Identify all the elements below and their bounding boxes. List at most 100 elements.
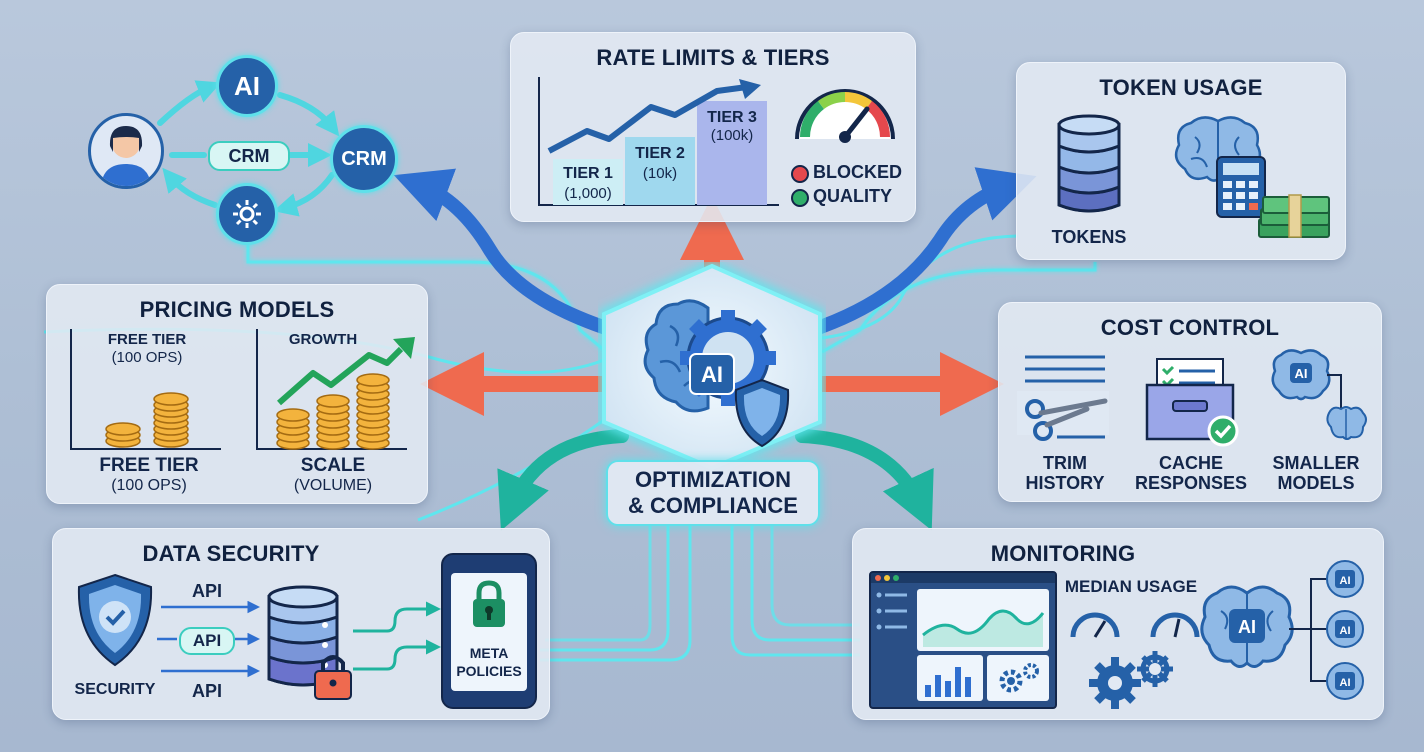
gears-card (987, 655, 1049, 701)
gears-icon (1089, 651, 1173, 709)
tier-1-limit: (1,000) (564, 185, 612, 202)
free-tier-bottom-label: FREE TIER (99, 455, 199, 476)
smaller-models-line1: SMALLER (1272, 453, 1360, 473)
phone-device: META POLICIES (441, 553, 537, 709)
tier-2-limit: (10k) (642, 165, 678, 182)
trend-arrow (547, 79, 761, 154)
database-icon (1057, 114, 1121, 213)
trim-history-line2: HISTORY (1025, 473, 1105, 493)
tokens-label: TOKENS (1051, 227, 1127, 247)
free-tier-top-label: FREE TIER (107, 331, 187, 348)
token-usage-panel: TOKEN USAGE TOKENS (1016, 62, 1346, 260)
network-ai-1: AI (1340, 575, 1351, 587)
free-tier-top-sub: (100 OPS) (111, 349, 183, 366)
rate-limits-panel: RATE LIMITS & TIERS TIER 1 (1,000) TIER … (510, 32, 916, 222)
pricing-models-panel: PRICING MODELS FREE TIER (100 OPS) GROWT… (46, 284, 428, 504)
ai-network-icon: AI AI AI AI (1200, 560, 1364, 700)
cash-stack-icon (1258, 194, 1330, 238)
api-label-3: API (191, 681, 222, 701)
window-titlebar (871, 573, 1055, 583)
cache-responses-line2: RESPONSES (1134, 473, 1248, 493)
tier-3-name: TIER 3 (707, 109, 757, 126)
cache-responses-line1: CACHE (1158, 453, 1223, 473)
crm-node: CRM (330, 125, 398, 193)
bar-chart-icon (925, 667, 971, 697)
arrow-to-token-usage (805, 167, 1037, 337)
crm-flow-arrows (157, 80, 340, 217)
window-min-dot (884, 575, 890, 581)
bar-chart-card (917, 655, 983, 701)
gears-small-icon (999, 663, 1039, 693)
trim-scissors-icon (1017, 355, 1109, 441)
dashboard-window (869, 571, 1057, 709)
network-ai-2: AI (1340, 625, 1351, 637)
tier-2-name: TIER 2 (635, 145, 685, 162)
flow-arrows (353, 601, 441, 671)
calculator-icon (1216, 156, 1266, 218)
window-close-dot (875, 575, 881, 581)
network-ai-3: AI (1340, 677, 1351, 689)
trim-history-line1: TRIM (1043, 453, 1087, 473)
arrow-to-monitoring (795, 429, 934, 531)
central-hub: AI (599, 262, 825, 472)
cost-control-title: COST CONTROL (1100, 315, 1280, 340)
cache-archive-icon (1145, 358, 1239, 447)
user-avatar (88, 113, 164, 189)
quality-legend-label: QUALITY (813, 186, 892, 206)
pricing-axes (70, 329, 407, 450)
tier-3-bar (697, 101, 767, 205)
token-usage-title: TOKEN USAGE (1099, 75, 1263, 100)
network-ai-main: AI (1238, 617, 1256, 637)
blocked-legend-dot (791, 165, 809, 183)
tier-2-bar (625, 137, 695, 205)
hub-ai-text: AI (701, 362, 723, 387)
data-security-title: DATA SECURITY (142, 541, 320, 566)
free-tier-bottom-sub: (100 OPS) (111, 477, 187, 494)
settings-node (216, 183, 278, 245)
tier-1-name: TIER 1 (563, 165, 613, 182)
growth-chart-icon (276, 337, 415, 450)
api-pill-2: API (179, 627, 235, 655)
coin-stacks-small-icon (105, 392, 189, 448)
quality-legend-dot (791, 189, 809, 207)
arrow-to-crm (393, 168, 619, 337)
cost-control-panel: COST CONTROL TRIM HISTORY CACHE RESPONSE… (998, 302, 1382, 502)
smaller-models-ai-text: AI (1295, 366, 1308, 381)
lock-icon (473, 580, 505, 627)
speed-gauge-icon (795, 89, 895, 143)
line-chart-card (917, 589, 1049, 651)
blocked-legend-label: BLOCKED (813, 162, 902, 182)
data-security-panel: DATA SECURITY SECURITY API API API (52, 528, 550, 720)
smaller-models-icon: AI (1271, 349, 1367, 440)
ai-node: AI (216, 55, 278, 117)
monitoring-panel: MONITORING (852, 528, 1384, 720)
api-arrows (157, 600, 273, 678)
rate-limits-title: RATE LIMITS & TIERS (596, 45, 830, 70)
meta-label: META (469, 645, 509, 661)
scale-sub: (VOLUME) (293, 477, 373, 494)
median-usage-label: MEDIAN USAGE (1064, 577, 1198, 596)
growth-label: GROWTH (288, 331, 358, 348)
user-icon (101, 126, 151, 186)
hub-label-line1: OPTIMIZATION (634, 467, 792, 492)
gauge-icons (1070, 612, 1200, 638)
api-label-1: API (191, 581, 222, 601)
arrow-to-data-security (497, 429, 629, 531)
hub-label-line2: & COMPLIANCE (628, 493, 798, 518)
sidebar-list-icon (876, 592, 907, 630)
hub-ai-chip (689, 353, 735, 395)
crm-flow: AI CRM CRM (80, 55, 410, 255)
scale-label: SCALE (300, 455, 366, 476)
tier-3-limit: (100k) (710, 127, 754, 144)
hub-label: OPTIMIZATION & COMPLIANCE (606, 460, 820, 526)
crm-pill: CRM (208, 141, 290, 171)
tier-1-bar (553, 159, 623, 205)
phone-screen: META POLICIES (451, 573, 527, 691)
monitoring-title: MONITORING (990, 541, 1136, 566)
security-label: SECURITY (74, 681, 156, 698)
window-max-dot (893, 575, 899, 581)
hub-shield-icon (734, 378, 790, 448)
shield-check-icon (77, 573, 153, 667)
gear-icon (233, 200, 261, 228)
pricing-title: PRICING MODELS (139, 297, 335, 322)
